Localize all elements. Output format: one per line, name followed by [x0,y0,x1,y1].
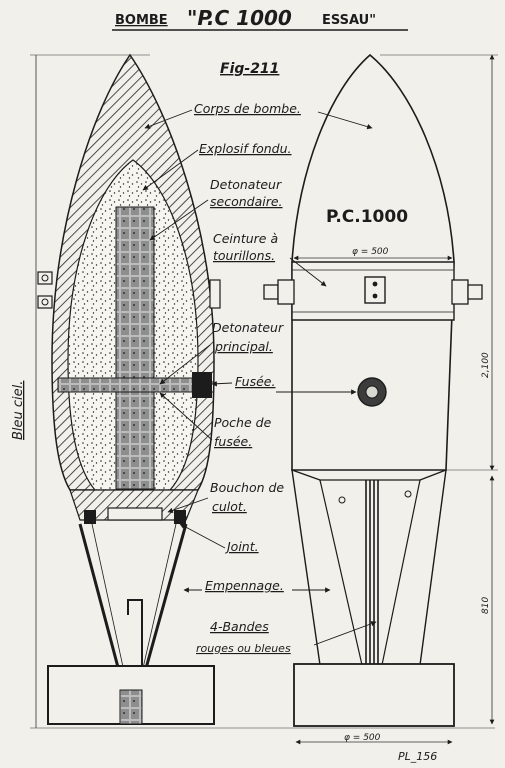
callout-poche-2: fusée. [214,434,252,449]
suspension-lug-lower [37,295,53,309]
title-prefix: BOMBE [115,13,168,28]
plate-bolt-upper [372,281,378,287]
seal-joint-right [174,510,186,524]
side-label: Bleu ciel. [11,381,26,440]
trunnion-left [263,279,295,305]
tail-box-center [119,689,143,725]
tail-stripes [365,480,379,665]
plate-title: BOMBE "P.C 1000 ESSAU" [112,6,408,31]
trunnion-belt-stub [209,279,221,309]
callout-joint: Joint. [224,539,259,554]
callout-bandes-2: rouges ou bleues [196,642,291,655]
title-suffix: ESSAU" [322,13,376,28]
fin-rivet-right [404,490,412,498]
tail-length: 810 [481,597,491,614]
detonator-tube [115,206,155,490]
fuse-pocket [57,377,209,393]
seal-joint-left [84,510,96,524]
title-main: "P.C 1000 [187,6,292,30]
suspension-lug-upper [37,271,53,285]
callout-detonateur-princ-2: principal. [214,339,273,354]
callout-poche-1: Poche de [214,415,272,430]
callout-ceinture-2: tourillons. [213,248,275,263]
base-diameter: φ = 500 [344,733,381,743]
leader-lines [142,109,377,646]
suspension-plate [364,276,386,304]
plate-bolt-lower [372,293,378,299]
callout-detonateur-princ-1: Detonateur [212,320,284,335]
callout-bouchon-2: culot. [212,499,247,514]
callout-detonateur-sec-1: Detonateur [210,177,282,192]
fuse-exterior-center [365,385,379,399]
body-marking: P.C.1000 [326,207,408,227]
callout-bouchon-1: Bouchon de [210,480,284,495]
belt-diameter: φ = 500 [352,247,389,257]
plate-number: PL_156 [398,750,437,763]
fuse-head [192,372,212,398]
length-total: 2,100 [481,352,491,378]
callout-explosif: Explosif fondu. [199,141,292,156]
tail-cone-inner [91,523,177,691]
tail-rod [127,599,143,690]
figure-number: Fig-211 [220,61,279,77]
callout-bandes-1: 4-Bandes [210,619,269,634]
callout-detonateur-sec-2: secondaire. [210,194,283,209]
bomb-exterior-view: P.C.1000 [263,53,483,727]
callout-fusee: Fusée. [235,374,275,389]
base-plug-insert [107,507,163,521]
callout-ceinture-1: Ceinture à [213,231,278,246]
callout-corps: Corps de bombe. [194,101,301,116]
trunnion-right [451,279,483,305]
bomb-section-view [37,53,221,725]
tail-box-exterior [293,663,455,727]
callout-empennage: Empennage. [205,578,284,593]
callout-labels: Corps de bombe. Explosif fondu. Detonate… [194,101,301,655]
fin-rivet-left [338,496,346,504]
